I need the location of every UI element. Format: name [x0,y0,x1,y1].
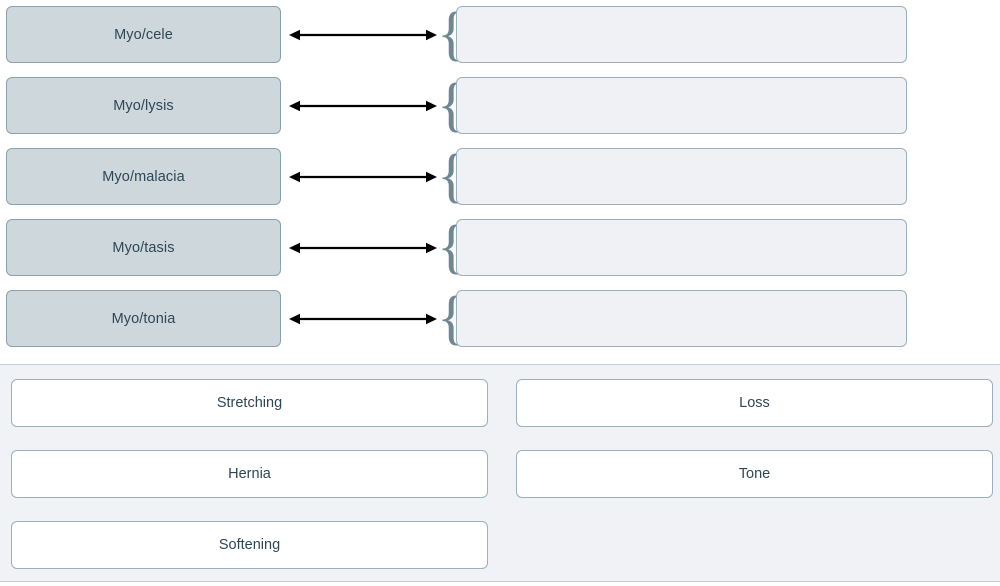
answer-drop-zone[interactable] [456,77,907,134]
curly-brace-icon: { [437,71,466,137]
answer-option-card[interactable]: Stretching [11,379,488,427]
answer-drop-zone[interactable] [456,219,907,276]
answer-option-card[interactable]: Tone [516,450,993,498]
answer-option-card[interactable]: Loss [516,379,993,427]
term-pill: Myo/malacia [6,148,281,205]
matching-row: Myo/tasis { [0,213,1000,279]
double-headed-arrow-icon [289,170,437,183]
curly-brace-icon: { [437,0,466,66]
double-headed-arrow-icon [289,99,437,112]
curly-brace-icon: { [437,213,466,279]
curly-brace-icon: { [437,142,466,208]
matching-row: Myo/lysis { [0,71,1000,137]
term-pill: Myo/cele [6,6,281,63]
answer-option-card[interactable]: Hernia [11,450,488,498]
term-pill: Myo/lysis [6,77,281,134]
matching-exercise-area: Myo/cele{Myo/lysis{Myo/malacia{Myo/tasis… [0,0,1000,350]
answer-drop-zone[interactable] [456,148,907,205]
matching-row: Myo/cele { [0,0,1000,66]
double-headed-arrow-icon [289,312,437,325]
answer-drop-zone[interactable] [456,290,907,347]
matching-row: Myo/tonia { [0,284,1000,350]
double-headed-arrow-icon [289,28,437,41]
term-pill: Myo/tasis [6,219,281,276]
curly-brace-icon: { [437,284,466,350]
matching-row: Myo/malacia { [0,142,1000,208]
term-pill: Myo/tonia [6,290,281,347]
double-headed-arrow-icon [289,241,437,254]
answer-drop-zone[interactable] [456,6,907,63]
answer-option-card[interactable]: Softening [11,521,488,569]
